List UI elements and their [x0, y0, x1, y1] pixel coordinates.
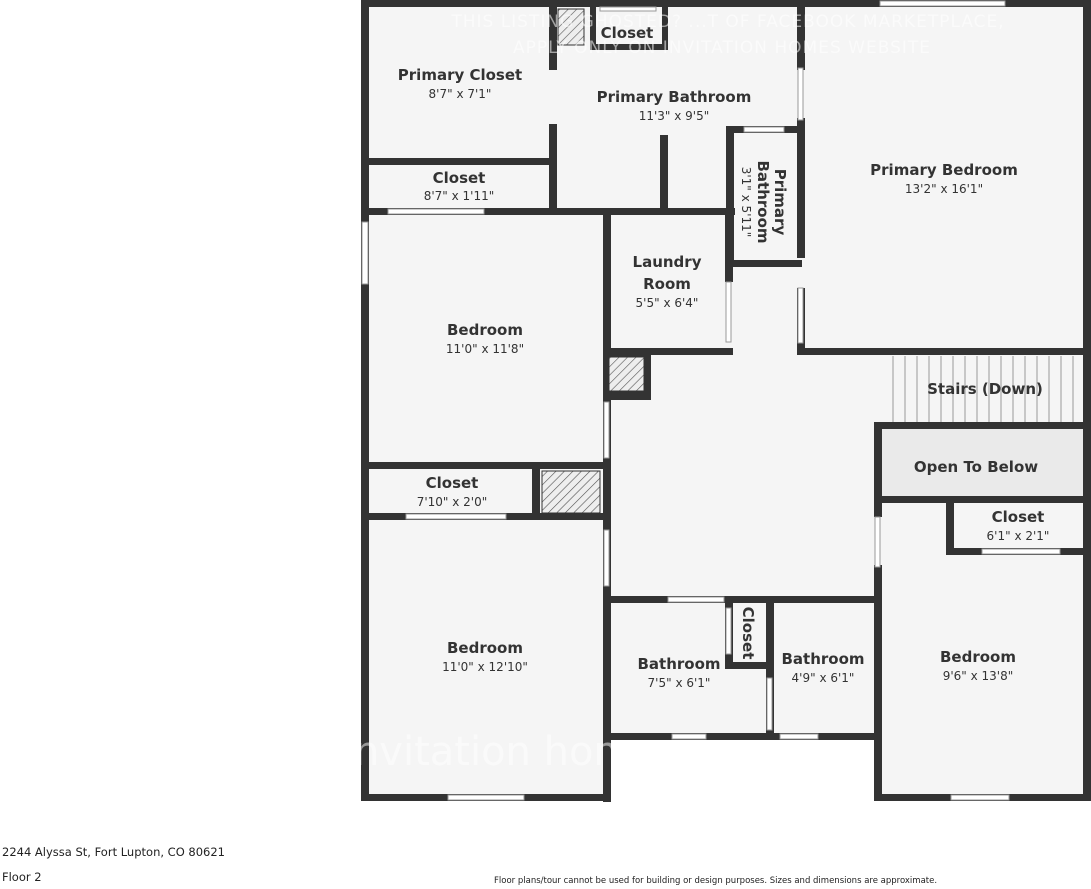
- room-name-closet-mid-left: Closet: [426, 474, 479, 492]
- room-name-open-to-below: Open To Below: [914, 458, 1038, 476]
- open-to-below-area: [882, 429, 1083, 496]
- room-dims-bedroom-upper-left: 11'0" x 11'8": [446, 342, 524, 356]
- room-dims-bathroom-left: 7'5" x 6'1": [648, 676, 711, 690]
- room-dims-primary-bedroom: 13'2" x 16'1": [905, 182, 983, 196]
- room-name-bedroom-lower-right: Bedroom: [940, 648, 1016, 666]
- watermark-line-1: THIS LISTING GHOSTED? ...T OF FACEBOOK M…: [450, 12, 1004, 32]
- room-dims-laundry: 5'5" x 6'4": [636, 296, 699, 310]
- room-name-stairs: Stairs (Down): [927, 380, 1043, 398]
- property-address: 2244 Alyssa St, Fort Lupton, CO 80621: [2, 845, 225, 859]
- room-name-primary-bedroom: Primary Bedroom: [870, 161, 1018, 179]
- room-name-closet-left: Closet: [433, 169, 486, 187]
- watermark-logo-text: Invitation homes: [342, 729, 678, 775]
- floor-label: Floor 2: [2, 870, 42, 884]
- watermark-line-2: APPLY ONLY ON INVITATION HOMES WEBSITE: [513, 38, 931, 58]
- room-name-bedroom-lower-left: Bedroom: [447, 639, 523, 657]
- room-name-primary-closet: Primary Closet: [398, 66, 522, 84]
- disclaimer: Floor plans/tour cannot be used for buil…: [494, 876, 938, 886]
- room-name-bathroom-left: Bathroom: [637, 655, 720, 673]
- room-dims-bathroom-right: 4'9" x 6'1": [792, 671, 855, 685]
- room-name-bedroom-upper-left: Bedroom: [447, 321, 523, 339]
- room-name-primary-bathroom-small-line1: Primary: [771, 169, 789, 236]
- room-name-laundry-line2: Room: [643, 275, 691, 293]
- room-name-closet-vertical: Closet: [739, 607, 757, 660]
- room-dims-primary-bathroom: 11'3" x 9'5": [639, 109, 710, 123]
- room-dims-primary-closet: 8'7" x 7'1": [429, 87, 492, 101]
- room-name-primary-bathroom-small-line2: Bathroom: [754, 160, 772, 243]
- room-dims-bedroom-lower-right: 9'6" x 13'8": [943, 669, 1014, 683]
- windows: [361, 0, 1061, 801]
- room-name-primary-bathroom: Primary Bathroom: [597, 88, 752, 106]
- room-labels: Primary Closet 8'7" x 7'1" Closet Primar…: [398, 24, 1050, 690]
- room-name-laundry-line1: Laundry: [633, 253, 702, 271]
- stairs-treads: [892, 356, 1083, 422]
- room-dims-bedroom-lower-left: 11'0" x 12'10": [442, 660, 528, 674]
- watermark: THIS LISTING GHOSTED? ...T OF FACEBOOK M…: [342, 12, 1004, 775]
- room-name-closet-right: Closet: [992, 508, 1045, 526]
- room-dims-closet-right: 6'1" x 2'1": [987, 529, 1050, 543]
- room-dims-closet-left: 8'7" x 1'11": [424, 189, 495, 203]
- hatched-shafts: [541, 8, 645, 514]
- room-dims-closet-mid-left: 7'10" x 2'0": [417, 495, 488, 509]
- room-dims-primary-bathroom-small: 3'1" x 5'11": [739, 167, 753, 238]
- room-name-closet-top: Closet: [601, 24, 654, 42]
- room-name-bathroom-right: Bathroom: [781, 650, 864, 668]
